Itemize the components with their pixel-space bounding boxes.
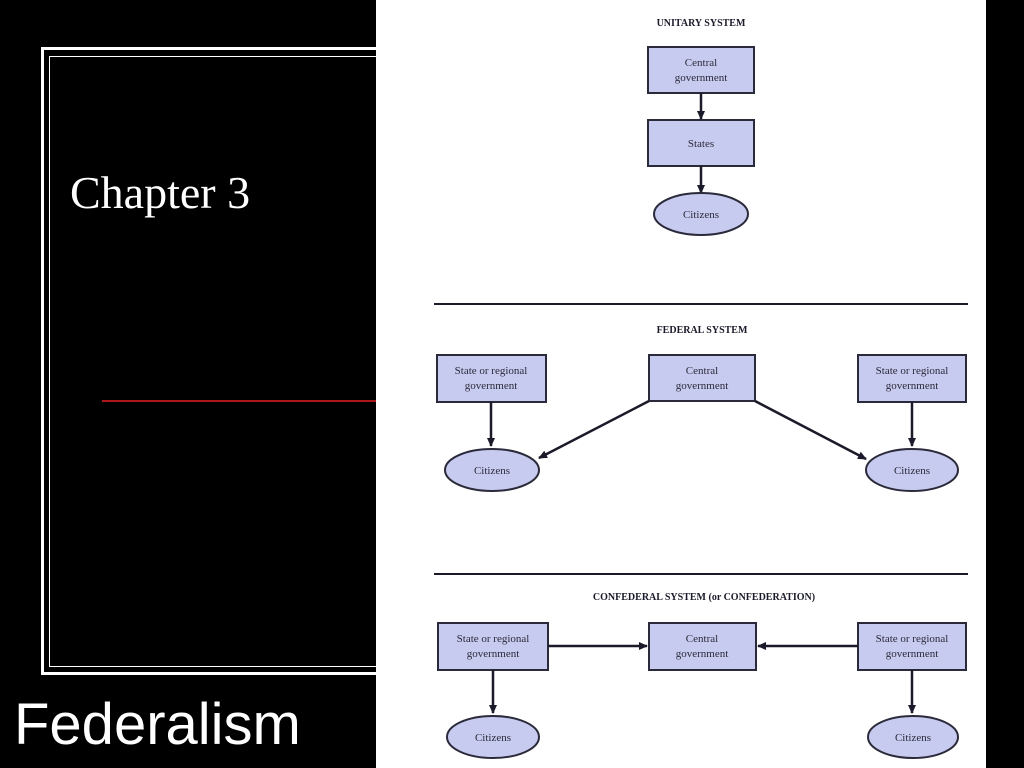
federal-citizens-left-label: Citizens: [474, 465, 510, 477]
unitary-central-line2: government: [675, 72, 728, 84]
federal-arrow-central-to-citizens-right: [754, 399, 867, 461]
confederal-state-right-line2: government: [886, 648, 939, 660]
confederal-citizens-left-ellipse: Citizens: [446, 715, 540, 759]
unitary-states-box: States: [647, 119, 755, 167]
confederal-state-right-line1: State or regional: [876, 633, 949, 645]
unitary-states-label: States: [688, 138, 714, 150]
confederal-state-left-line2: government: [467, 648, 520, 660]
title-divider: [102, 400, 378, 402]
government-systems-figure: UNITARY SYSTEM Central government States…: [376, 0, 986, 768]
chapter-title: Chapter 3: [70, 167, 251, 218]
federal-state-left-box: State or regional government: [436, 354, 547, 403]
confederal-central-government-box: Central government: [648, 622, 757, 671]
confederal-citizens-right-ellipse: Citizens: [867, 715, 959, 759]
federal-state-left-line2: government: [465, 380, 518, 392]
federal-state-right-box: State or regional government: [857, 354, 967, 403]
unitary-central-government-box: Central government: [647, 46, 755, 94]
federal-heading: FEDERAL SYSTEM: [657, 325, 748, 336]
federal-state-right-line1: State or regional: [876, 365, 949, 377]
federal-state-left-line1: State or regional: [455, 365, 528, 377]
unitary-central-line1: Central: [685, 57, 717, 69]
confederal-state-left-line1: State or regional: [457, 633, 530, 645]
confederal-citizens-left-label: Citizens: [475, 732, 511, 744]
confederal-state-left-box: State or regional government: [437, 622, 549, 671]
federal-central-line1: Central: [686, 365, 718, 377]
confederal-central-line2: government: [676, 648, 729, 660]
confederal-citizens-right-label: Citizens: [895, 732, 931, 744]
federal-citizens-right-ellipse: Citizens: [865, 448, 959, 492]
federal-state-right-line2: government: [886, 380, 939, 392]
confederal-heading: CONFEDERAL SYSTEM (or CONFEDERATION): [593, 592, 815, 603]
federal-arrow-central-to-citizens-left: [538, 399, 650, 460]
unitary-citizens-ellipse: Citizens: [653, 192, 749, 236]
confederal-central-line1: Central: [686, 633, 718, 645]
federal-citizens-left-ellipse: Citizens: [444, 448, 540, 492]
government-systems-diagram: UNITARY SYSTEM Central government States…: [434, 18, 968, 759]
confederal-state-right-box: State or regional government: [857, 622, 967, 671]
federal-central-line2: government: [676, 380, 729, 392]
federal-citizens-right-label: Citizens: [894, 465, 930, 477]
federal-central-government-box: Central government: [648, 354, 756, 402]
slide-title: Federalism: [14, 692, 301, 757]
unitary-heading: UNITARY SYSTEM: [657, 18, 746, 29]
unitary-citizens-label: Citizens: [683, 209, 719, 221]
